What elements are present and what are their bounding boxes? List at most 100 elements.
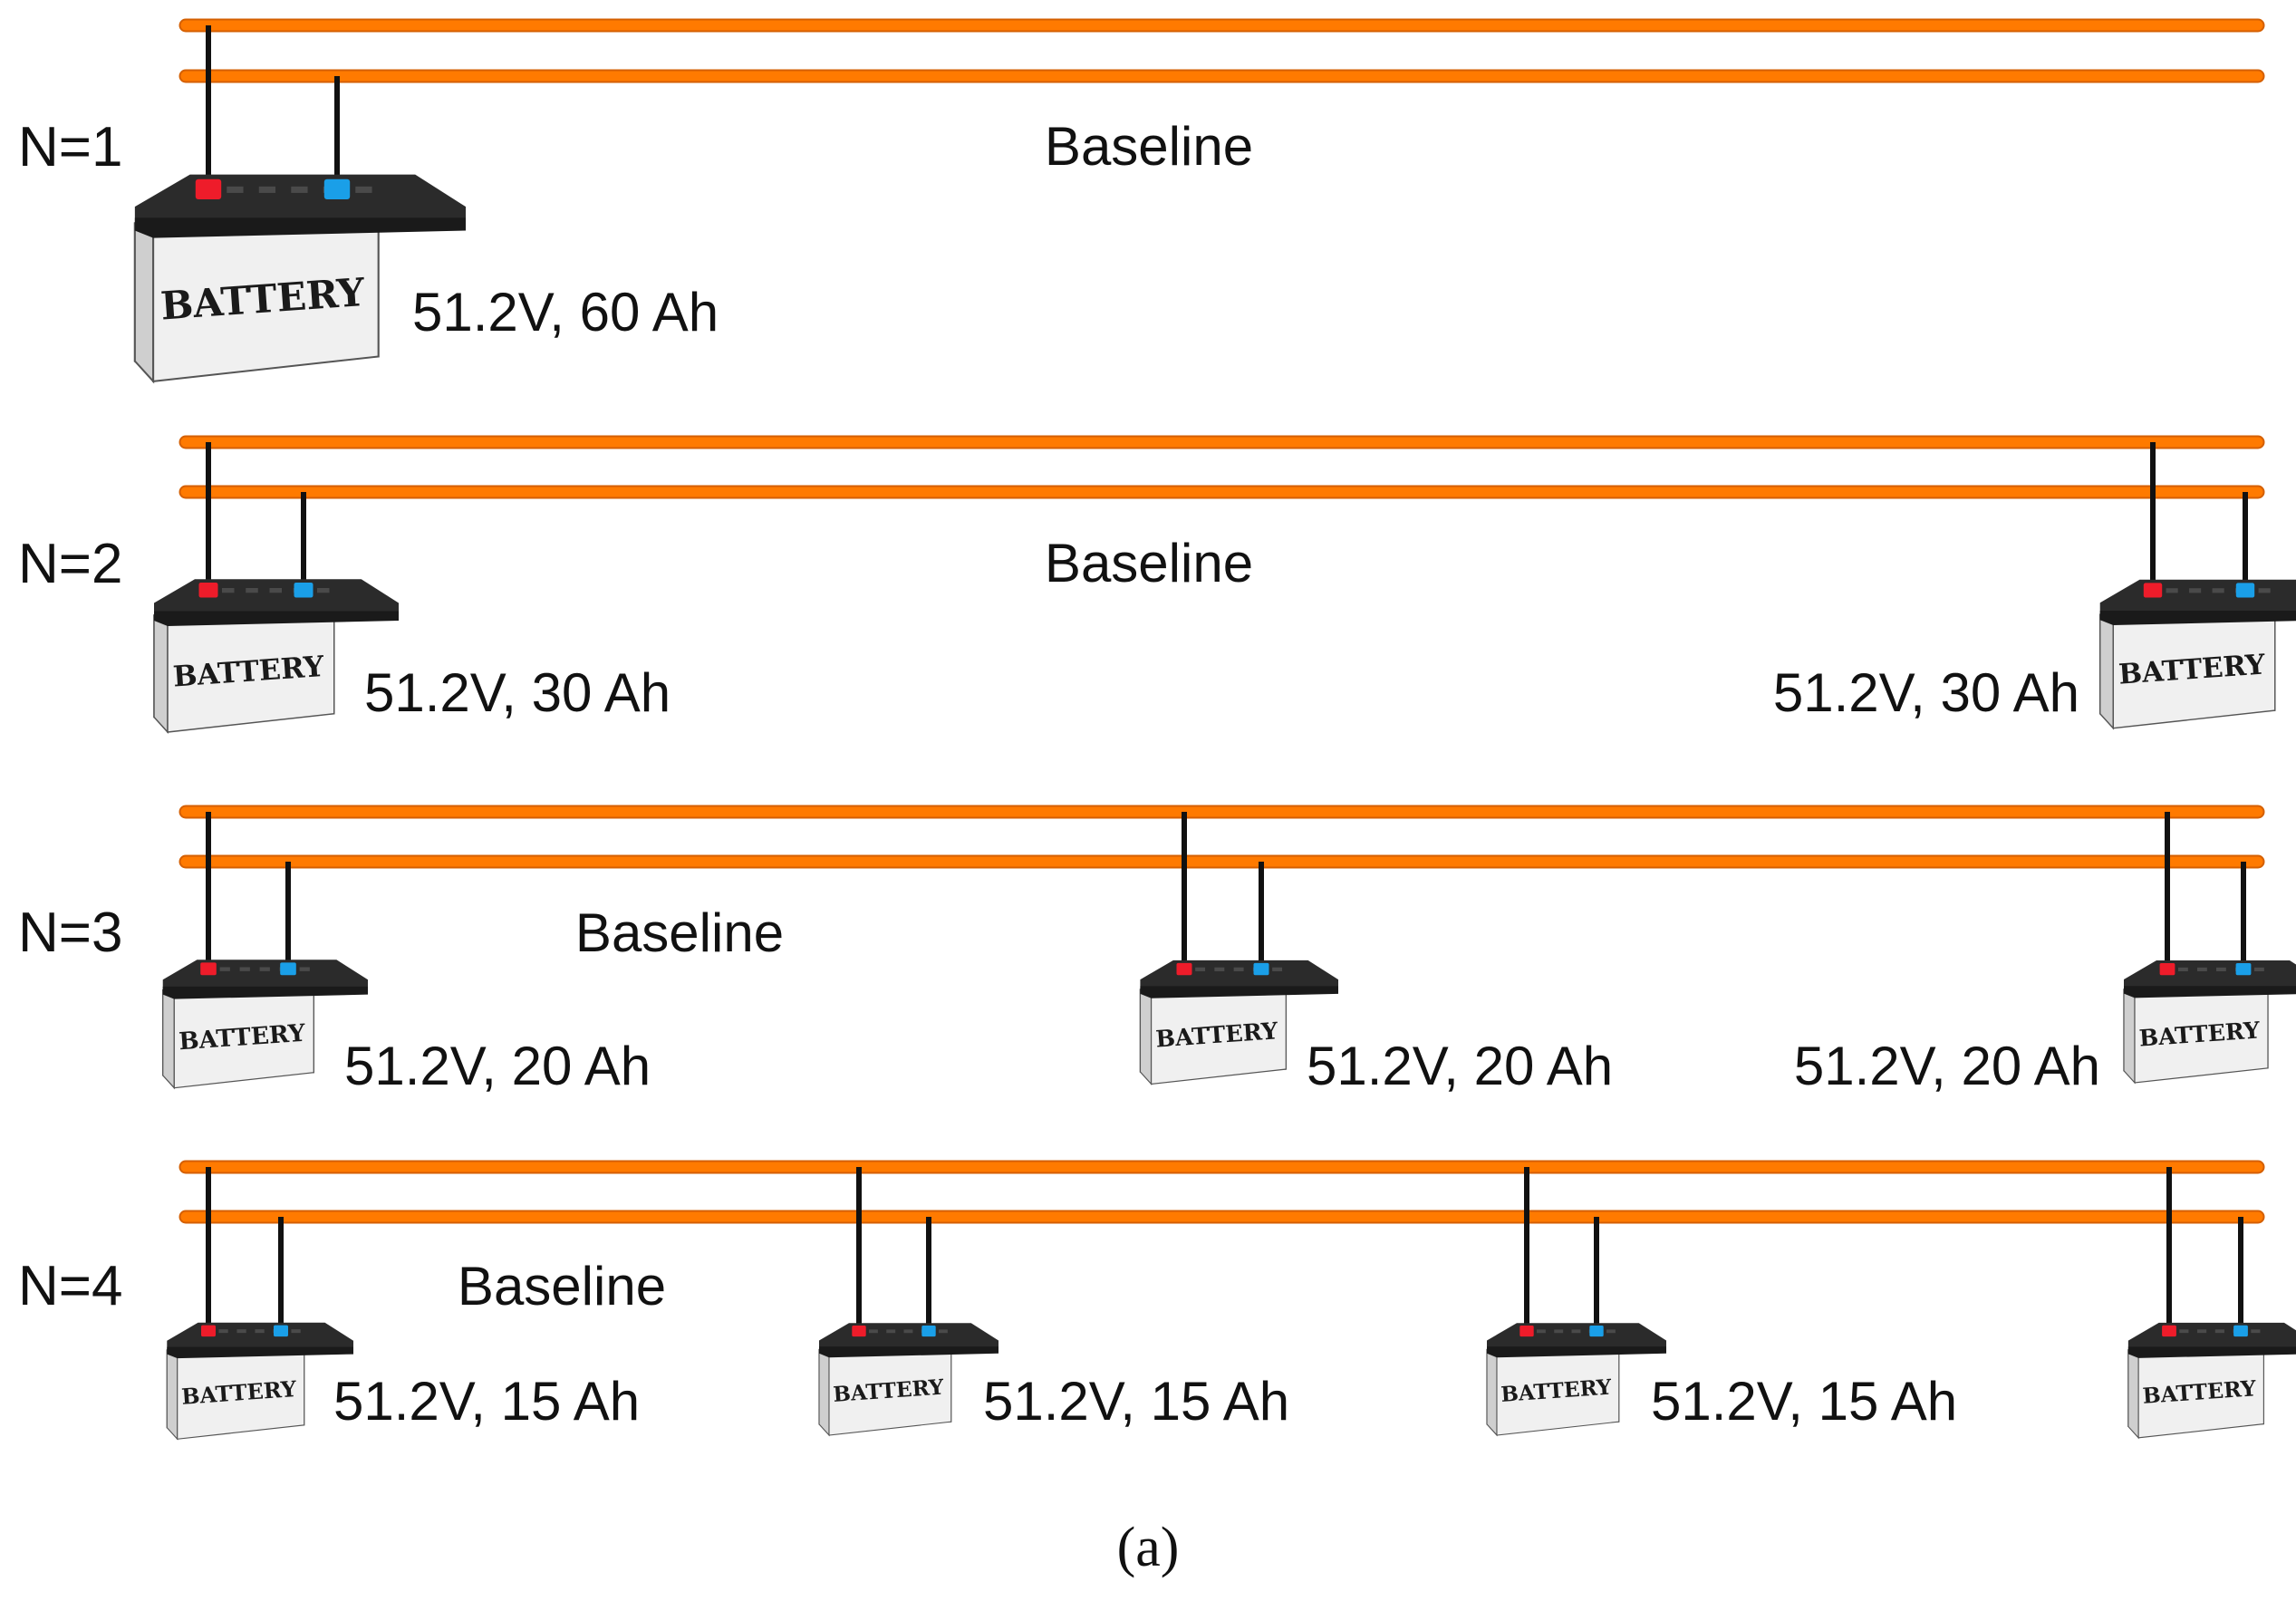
vent-cap	[1272, 967, 1283, 971]
vent-cap	[1554, 1329, 1564, 1334]
battery: BATTERY	[1139, 960, 1338, 1085]
positive-terminal	[195, 178, 222, 200]
negative-terminal	[294, 583, 314, 598]
negative-terminal	[2233, 1325, 2248, 1337]
vent-cap	[1233, 967, 1244, 971]
vent-cap	[219, 967, 230, 971]
battery: BATTERY	[818, 1323, 998, 1437]
row-label: N=2	[18, 533, 122, 595]
battery-side	[818, 1348, 830, 1437]
battery-lid	[162, 960, 368, 990]
battery-lid	[819, 1323, 998, 1350]
vent-cap	[2212, 588, 2224, 593]
battery-lid	[2123, 960, 2296, 989]
battery-lid	[134, 174, 466, 224]
vent-cap	[246, 588, 258, 593]
vent-cap	[299, 967, 310, 971]
vent-cap	[269, 588, 282, 593]
positive-terminal	[2143, 583, 2163, 598]
vent-cap	[939, 1329, 948, 1334]
vent-cap	[1214, 967, 1225, 971]
vent-cap	[2178, 967, 2188, 971]
vent-cap	[2254, 967, 2264, 971]
vent-cap	[1195, 967, 1206, 971]
battery-side	[1486, 1348, 1498, 1437]
vent-cap	[258, 186, 276, 193]
battery-rating-label: 51.2V, 20 Ah	[1307, 1036, 1613, 1096]
vent-cap	[2251, 1329, 2261, 1334]
battery-side	[1139, 989, 1153, 1085]
vent-cap	[236, 1329, 246, 1334]
vent-cap	[317, 588, 330, 593]
baseline-label: Baseline	[1045, 533, 1253, 593]
battery-rating-label: 51.2V, 30 Ah	[364, 662, 670, 723]
positive-terminal	[2162, 1325, 2176, 1337]
vent-cap	[259, 967, 270, 971]
vent-cap	[2179, 1329, 2189, 1334]
vent-cap	[1537, 1329, 1546, 1334]
vent-cap	[218, 1329, 228, 1334]
battery-rating-label: 51.2V, 60 Ah	[412, 282, 719, 342]
battery: BATTERY	[2127, 1322, 2296, 1440]
negative-terminal	[323, 178, 351, 200]
positive-terminal	[852, 1326, 866, 1337]
battery-lid-rim	[1487, 1346, 1666, 1358]
baseline-label: Baseline	[1045, 116, 1253, 177]
battery: BATTERY	[1486, 1323, 1666, 1437]
vent-cap	[227, 186, 244, 193]
battery-rating-label: 51.2V, 20 Ah	[344, 1036, 651, 1096]
battery-rating-label: 51.2V, 15 Ah	[983, 1371, 1289, 1432]
battery-rating-label: 51.2V, 30 Ah	[1773, 662, 2079, 723]
negative-terminal	[921, 1326, 936, 1337]
battery-side	[133, 222, 155, 384]
vent-cap	[2197, 1329, 2207, 1334]
vent-cap	[869, 1329, 878, 1334]
baseline-label: Baseline	[575, 902, 784, 963]
vent-cap	[886, 1329, 896, 1334]
battery-side	[162, 989, 175, 1090]
negative-terminal	[2235, 963, 2252, 976]
negative-terminal	[274, 1325, 288, 1337]
battery-rating-label: 51.2V, 20 Ah	[1794, 1036, 2100, 1096]
vent-cap	[2166, 588, 2178, 593]
battery-side	[153, 614, 169, 734]
battery-lid-rim	[1140, 986, 1338, 998]
battery-rating-label: 51.2V, 15 Ah	[333, 1371, 640, 1432]
vent-cap	[239, 967, 250, 971]
vent-cap	[2197, 967, 2207, 971]
battery-lid-rim	[819, 1346, 998, 1358]
battery: BATTERY	[133, 174, 466, 384]
battery: BATTERY	[2098, 579, 2296, 730]
baseline-label: Baseline	[458, 1256, 666, 1316]
row-label: N=3	[18, 902, 122, 964]
vent-cap	[291, 186, 308, 193]
battery-lid	[2127, 1322, 2296, 1350]
battery-lid-rim	[2127, 1346, 2296, 1358]
battery-lid-rim	[2099, 611, 2296, 626]
vent-cap	[222, 588, 235, 593]
battery-side	[2123, 989, 2136, 1085]
positive-terminal	[1519, 1326, 1534, 1337]
battery-side	[166, 1349, 178, 1441]
positive-terminal	[201, 1325, 216, 1337]
negative-terminal	[1589, 1326, 1604, 1337]
vent-cap	[1571, 1329, 1581, 1334]
battery-lid-rim	[167, 1346, 353, 1359]
positive-terminal	[2159, 963, 2175, 976]
battery-lid	[1140, 960, 1338, 989]
positive-terminal	[1176, 962, 1192, 976]
row-label: N=4	[18, 1255, 122, 1317]
vent-cap	[291, 1329, 301, 1334]
vent-cap	[2214, 1329, 2224, 1334]
battery: BATTERY	[2123, 960, 2296, 1085]
battery-lid	[154, 579, 399, 615]
battery-lid-rim	[134, 217, 466, 238]
battery-side	[2098, 613, 2115, 730]
positive-terminal	[200, 962, 217, 976]
vent-cap	[903, 1329, 913, 1334]
battery-lid	[167, 1322, 353, 1350]
battery: BATTERY	[153, 579, 399, 734]
